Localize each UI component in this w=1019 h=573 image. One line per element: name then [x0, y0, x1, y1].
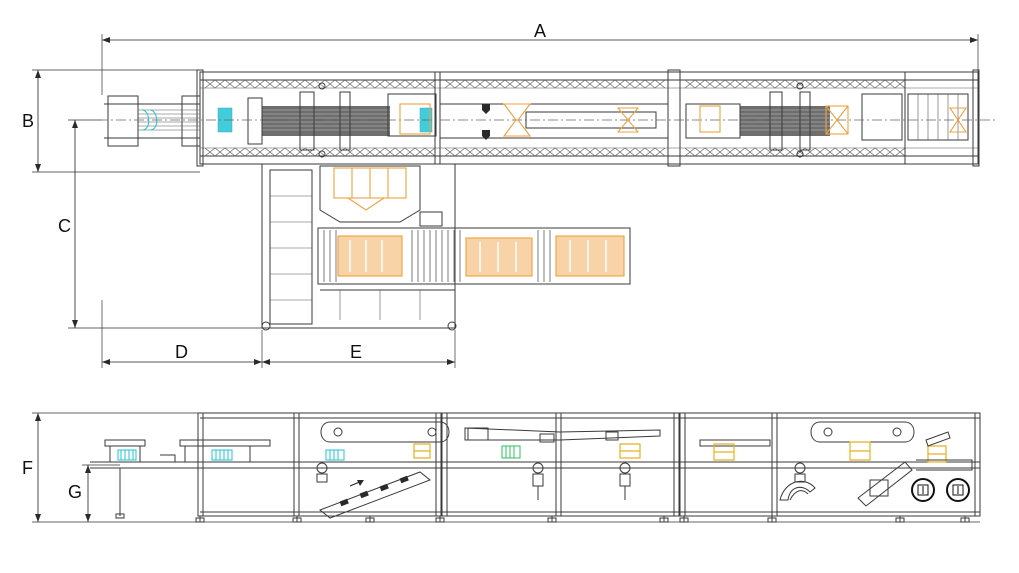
infeed-plan [104, 95, 233, 147]
belt-loops [320, 421, 915, 447]
motors [316, 427, 806, 500]
bottles-cyan [117, 449, 345, 461]
dimension-label-d: D [175, 342, 188, 362]
elevation-cases [413, 441, 947, 463]
plan-cases [399, 103, 968, 140]
elevation-view [90, 412, 981, 523]
discharge-arm [857, 461, 913, 507]
dimension-lines [32, 34, 980, 523]
plan-view [80, 69, 995, 331]
case-magazine-plan [261, 163, 457, 331]
dimension-label-a: A [534, 21, 546, 41]
chain-bands [262, 106, 830, 136]
truss-top [204, 79, 906, 89]
inclined-feeder [319, 471, 431, 519]
dimension-label-b: B [22, 111, 34, 131]
film-reels [911, 478, 970, 502]
dimension-label-e: E [350, 342, 362, 362]
discharge-chute [779, 480, 816, 501]
dimension-label-f: F [22, 458, 33, 478]
dimension-label-c: C [58, 216, 71, 236]
side-conveyor-plan [317, 227, 631, 285]
dimension-label-g: G [68, 482, 82, 502]
